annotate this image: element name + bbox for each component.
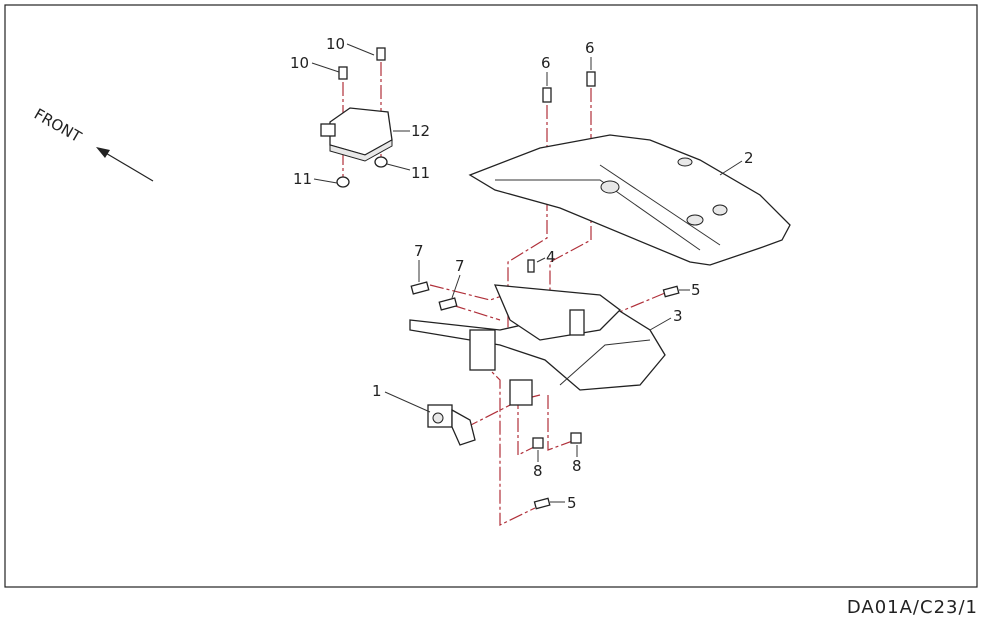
callouts: 10 10 12 11 11 6 6 2 7 7 4 5 3 1 8 8 5 — [290, 35, 754, 512]
bolt-6b — [586, 71, 596, 87]
fasteners — [336, 47, 680, 510]
callout-10: 10 — [290, 54, 309, 72]
callout-11: 11 — [293, 170, 312, 188]
bolt-8b — [570, 432, 582, 444]
leader-lines — [311, 43, 743, 503]
nut-11a — [336, 176, 350, 188]
arrowhead-icon — [96, 147, 110, 158]
callout-11: 11 — [411, 164, 430, 182]
part-2-rear-cover — [468, 134, 791, 266]
callout-8: 8 — [533, 462, 543, 480]
callout-5: 5 — [691, 281, 701, 299]
front-label: FRONT — [31, 105, 85, 147]
bolt-6a — [542, 87, 552, 103]
callout-2: 2 — [744, 149, 754, 167]
drawing-border — [4, 4, 978, 588]
bolt-10a — [338, 66, 348, 80]
callout-7: 7 — [414, 242, 424, 260]
front-indicator: FRONT — [31, 105, 154, 182]
callout-1: 1 — [372, 382, 382, 400]
bolt-7a — [410, 281, 430, 295]
bolt-7b — [438, 297, 458, 311]
drawing-code: DA01A/C23/1 — [846, 597, 978, 618]
callout-6: 6 — [541, 54, 551, 72]
part-12-module — [320, 107, 393, 162]
bolt-10b — [376, 47, 386, 61]
bolt-5b — [533, 497, 551, 510]
callout-3: 3 — [673, 307, 683, 325]
part-1-bracket — [427, 404, 476, 446]
screw-4 — [527, 259, 535, 273]
callout-8: 8 — [572, 457, 582, 475]
callout-7: 7 — [455, 257, 465, 275]
callout-5: 5 — [567, 494, 577, 512]
nut-11b — [374, 156, 388, 168]
bolt-5a — [662, 285, 680, 298]
callout-6: 6 — [585, 39, 595, 57]
front-arrow-icon — [103, 151, 154, 182]
callout-10: 10 — [326, 35, 345, 53]
bolt-8a — [532, 437, 544, 449]
part-3-frame — [409, 284, 666, 406]
callout-12: 12 — [411, 122, 430, 140]
callout-4: 4 — [546, 248, 556, 266]
